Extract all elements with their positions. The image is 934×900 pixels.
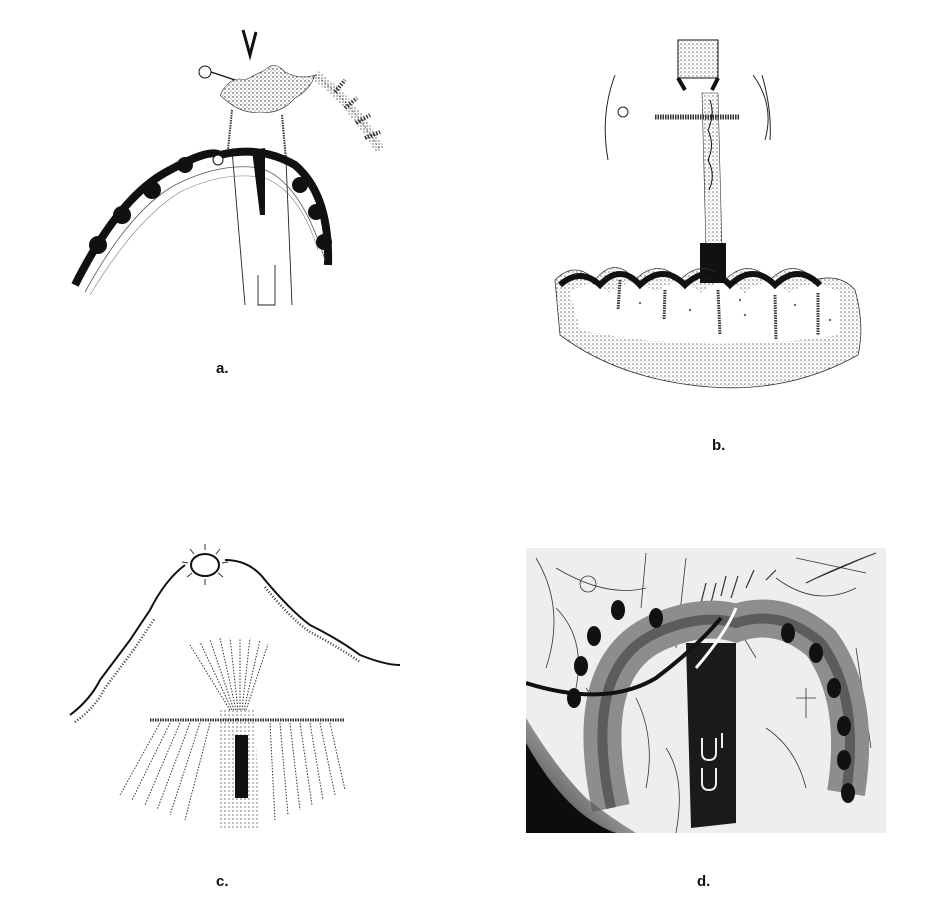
panel-c: [60, 530, 410, 840]
panel-d-photo: [526, 548, 886, 833]
panel-b-drawing: [554, 39, 862, 389]
panel-b: [540, 35, 880, 405]
panel-a-drawing: [71, 29, 385, 306]
caption-b: b.: [712, 437, 726, 454]
standing-figure: [655, 92, 740, 283]
horseshoe-arch: [526, 599, 870, 828]
fan-figure: [119, 637, 346, 830]
animal-figure: [198, 29, 385, 161]
panel-c-drawing: [69, 544, 401, 830]
panel-a: [60, 20, 420, 320]
caption-a: a.: [216, 360, 229, 377]
caption-c: c.: [216, 873, 229, 890]
caption-d: d.: [697, 873, 711, 890]
serrated-arch: [71, 147, 333, 296]
wavy-band: [554, 267, 862, 389]
sun-symbol: [181, 544, 229, 585]
panel-d: [526, 548, 886, 833]
